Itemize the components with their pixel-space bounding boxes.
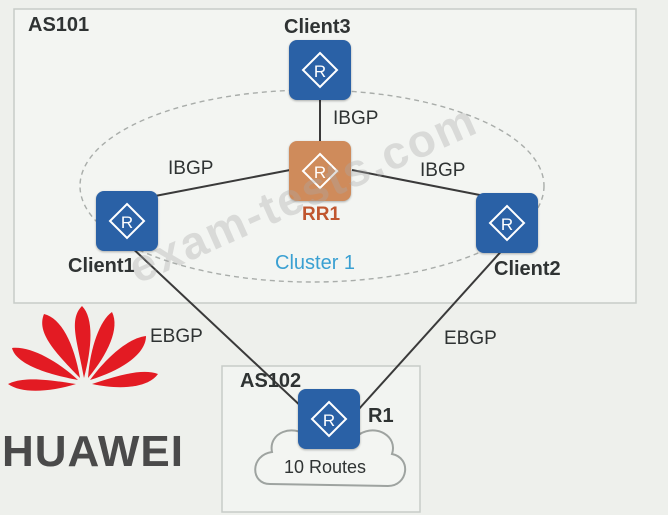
client2-label: Client2	[494, 258, 561, 280]
link-client1-rr1	[154, 169, 291, 197]
as102-label: AS102	[240, 370, 302, 392]
client3-router[interactable]: R	[289, 40, 351, 100]
rr1-router[interactable]: R	[289, 141, 351, 201]
router-glyph: R	[314, 163, 326, 182]
as101-label: AS101	[28, 14, 90, 36]
r1-router[interactable]: R	[298, 389, 360, 449]
router-glyph: R	[323, 411, 335, 430]
client1-router[interactable]: R	[96, 191, 158, 251]
client1-label: Client1	[68, 255, 135, 277]
router-icon: R	[301, 51, 339, 89]
ebgp-label-client2: EBGP	[444, 328, 497, 349]
router-glyph: R	[121, 213, 133, 232]
rr1-label: RR1	[302, 204, 341, 225]
ibgp-label-client2: IBGP	[420, 160, 466, 181]
link-client2-r1	[357, 245, 507, 411]
cloud-label: 10 Routes	[284, 457, 367, 477]
cluster-ellipse	[79, 89, 545, 283]
router-glyph: R	[501, 215, 513, 234]
ibgp-label-client3: IBGP	[333, 108, 379, 129]
huawei-logo-text: HUAWEI	[2, 427, 184, 476]
router-icon: R	[108, 202, 146, 240]
cluster-label: Cluster 1	[275, 252, 356, 274]
router-icon: R	[310, 400, 348, 438]
router-icon: R	[488, 204, 526, 242]
router-glyph: R	[314, 62, 326, 81]
ebgp-label-client1: EBGP	[150, 326, 203, 347]
client3-label: Client3	[284, 16, 351, 38]
r1-label: R1	[368, 405, 394, 427]
link-client1-r1	[127, 243, 306, 411]
client2-router[interactable]: R	[476, 193, 538, 253]
huawei-logo-icon	[8, 306, 158, 391]
router-icon: R	[301, 152, 339, 190]
ibgp-label-client1: IBGP	[168, 158, 214, 179]
link-rr1-client2	[351, 169, 491, 198]
